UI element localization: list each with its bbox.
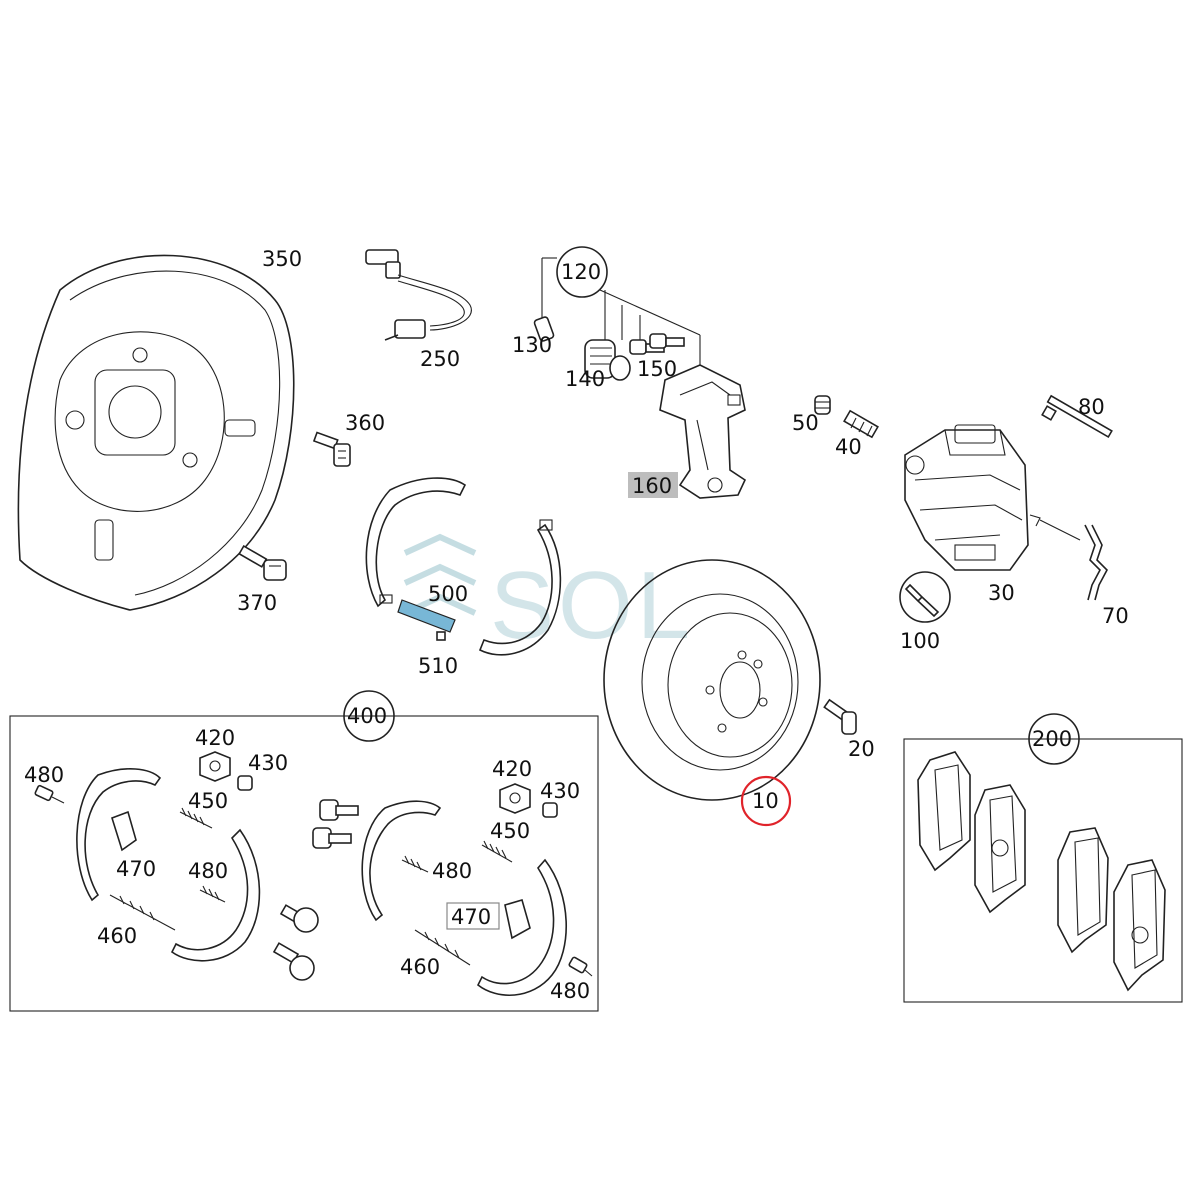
label-370: 370 <box>237 591 277 615</box>
spring-480-left-mid <box>199 885 226 903</box>
label-100: 100 <box>900 629 940 653</box>
watermark-text: SOL <box>490 552 694 659</box>
label-480-b: 480 <box>188 859 228 883</box>
label-box-470 <box>446 902 500 930</box>
brake-pad-box <box>903 738 1183 1003</box>
lever-470-right <box>504 899 531 940</box>
label-120: 120 <box>561 260 601 284</box>
cap-50 <box>814 395 831 415</box>
spring-480-right-mid <box>401 855 429 873</box>
label-30: 30 <box>988 581 1015 605</box>
spring-450-right <box>481 840 513 863</box>
bleeder-40 <box>843 409 879 439</box>
label-20: 20 <box>848 737 875 761</box>
brake-pads-200 <box>917 751 1166 992</box>
label-450-a: 450 <box>188 789 228 813</box>
label-200: 200 <box>1032 727 1072 751</box>
parking-shoes-left-kit <box>76 768 261 962</box>
label-430-a: 430 <box>248 751 288 775</box>
label-70: 70 <box>1102 604 1129 628</box>
label-40: 40 <box>835 435 862 459</box>
bolts-middle <box>272 799 359 981</box>
label-430-b: 430 <box>540 779 580 803</box>
screw-360 <box>312 431 351 467</box>
callout-circle-200 <box>1028 713 1080 765</box>
callout-circle-10 <box>740 775 792 827</box>
parking-shoes-right-kit <box>361 800 567 996</box>
label-510: 510 <box>418 654 458 678</box>
label-470-b: 470 <box>451 905 491 929</box>
lever-470-left <box>111 810 137 852</box>
label-420-b: 420 <box>492 757 532 781</box>
leader-lines-120 <box>541 257 701 365</box>
parking-brake-shoes-upper <box>365 477 562 656</box>
label-360: 360 <box>345 411 385 435</box>
label-50: 50 <box>792 411 819 435</box>
label-500: 500 <box>428 582 468 606</box>
callout-circle-120 <box>556 246 608 298</box>
label-80: 80 <box>1078 395 1105 419</box>
label-460-b: 460 <box>400 955 440 979</box>
caliper-30 <box>904 424 1029 571</box>
guide-pin-130 <box>533 316 555 342</box>
brake-disc-10 <box>603 559 821 801</box>
spring-460-right <box>414 929 471 966</box>
label-480-a: 480 <box>24 763 64 787</box>
spring-480-left-top <box>34 784 65 804</box>
bolts-150 <box>629 333 685 355</box>
bushing-140 <box>584 339 631 381</box>
wear-sensor-250 <box>365 249 472 341</box>
sol-watermark: SOL <box>403 533 694 659</box>
label-450-b: 450 <box>490 819 530 843</box>
adjuster-500 <box>397 599 456 633</box>
callout-circle-400 <box>343 690 395 742</box>
spring-480-right-bottom <box>568 956 593 977</box>
label-480-d: 480 <box>550 979 590 1003</box>
label-480-c: 480 <box>432 859 472 883</box>
wrench-icon <box>904 583 940 618</box>
callout-circle-100 <box>899 571 951 623</box>
bushing-430-right <box>542 802 558 818</box>
label-470-a: 470 <box>116 857 156 881</box>
label-140: 140 <box>565 367 605 391</box>
pin-80 <box>1041 394 1113 439</box>
label-160: 160 <box>632 474 672 498</box>
label-250: 250 <box>420 347 460 371</box>
label-130: 130 <box>512 333 552 357</box>
bushing-430-left <box>237 775 253 791</box>
pin-510 <box>436 631 446 641</box>
screw-370 <box>238 544 287 581</box>
label-box-160 <box>628 472 678 498</box>
parking-brake-kit-box <box>9 715 599 1012</box>
spring-450-left <box>179 807 213 829</box>
label-420-a: 420 <box>195 726 235 750</box>
label-460-a: 460 <box>97 924 137 948</box>
label-350: 350 <box>262 247 302 271</box>
spring-clip-70 <box>1029 514 1108 601</box>
label-10: 10 <box>752 789 779 813</box>
label-400: 400 <box>347 704 387 728</box>
caliper-carrier-160 <box>659 364 747 499</box>
backing-plate-350 <box>17 254 295 611</box>
nut-420-left <box>199 751 231 782</box>
spring-460-left <box>109 894 176 931</box>
nut-420-right <box>499 783 531 814</box>
screw-20 <box>823 698 857 735</box>
